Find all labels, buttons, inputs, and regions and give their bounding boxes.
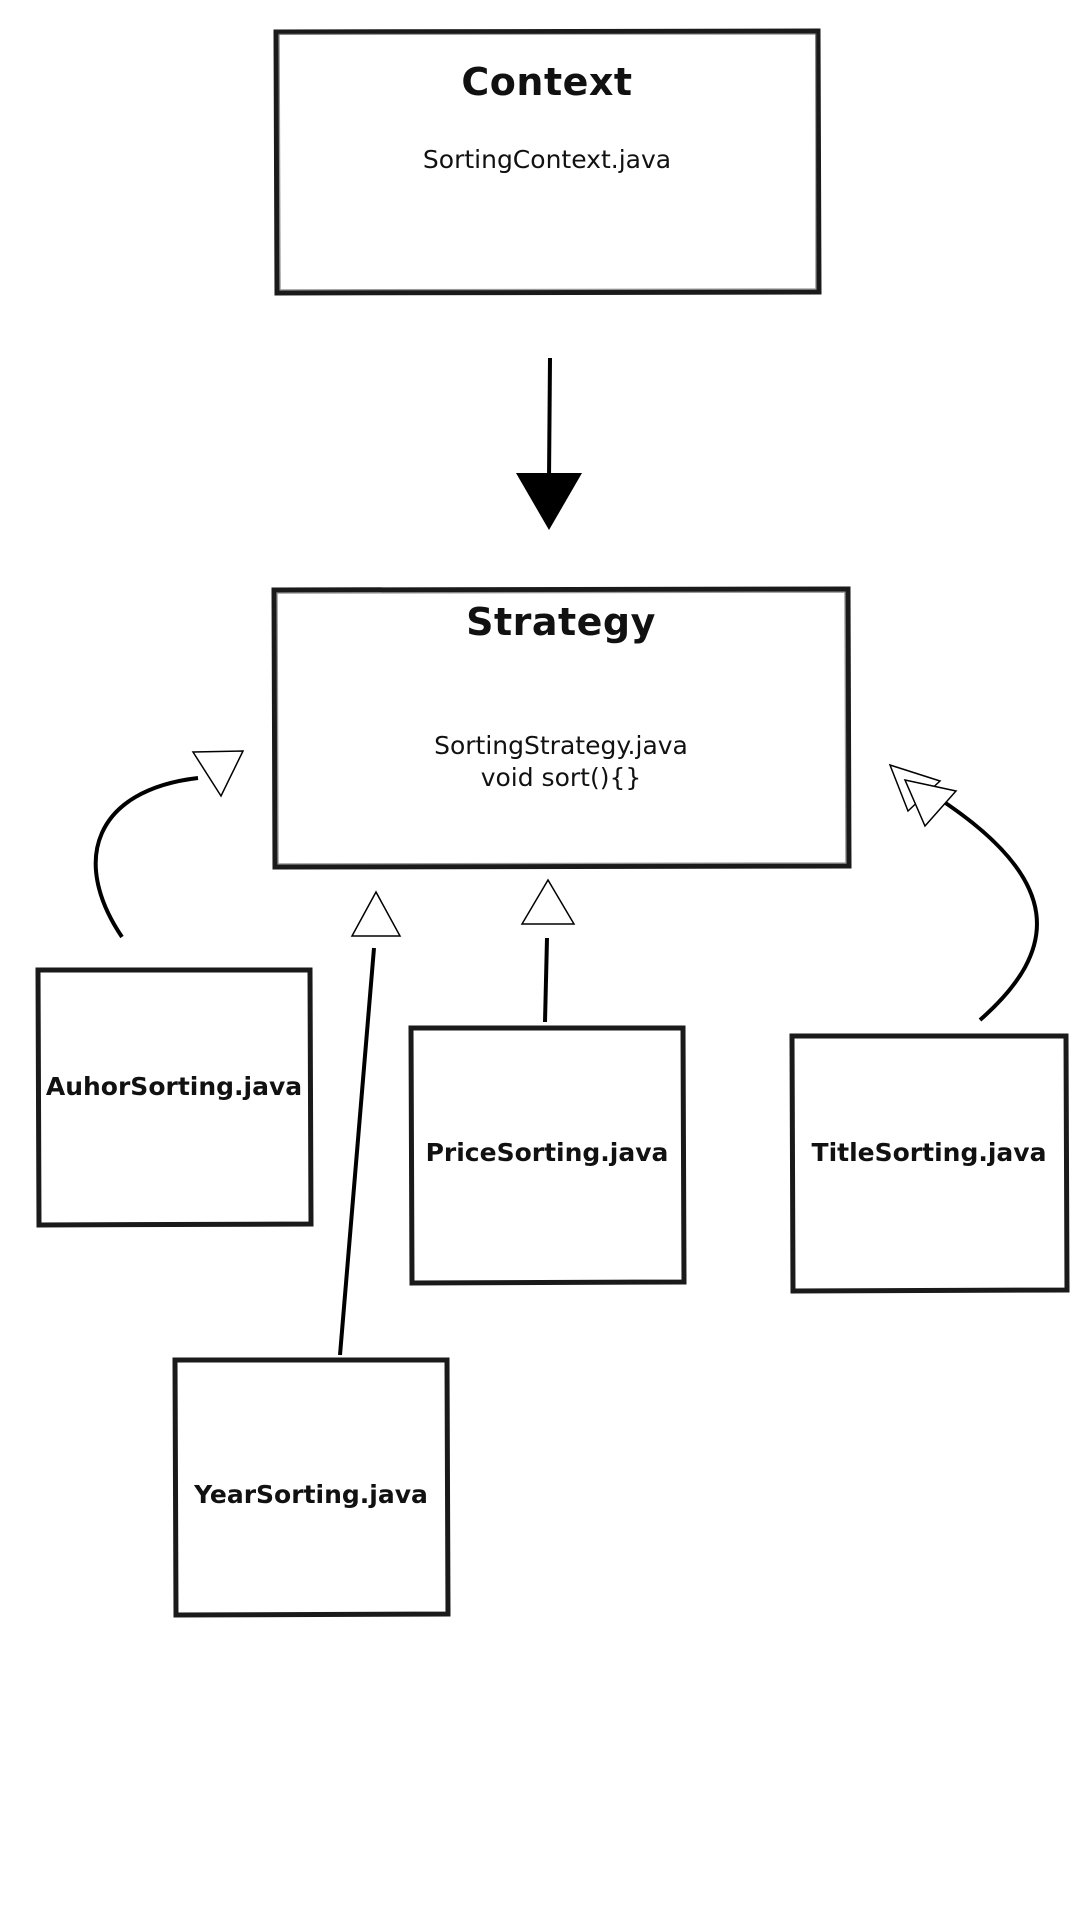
price-sorting-label: PriceSorting.java — [425, 1138, 669, 1167]
strategy-file-name: SortingStrategy.java — [434, 731, 688, 760]
year-sorting-label: YearSorting.java — [194, 1480, 428, 1509]
context-box: Context SortingContext.java — [272, 28, 822, 296]
strategy-title: Strategy — [466, 600, 656, 644]
context-to-strategy-arrow — [516, 357, 582, 530]
price-realization-arrow — [520, 878, 576, 1023]
author-sorting-box: AuhorSorting.java — [34, 966, 314, 1228]
title-sorting-frame — [789, 1033, 1070, 1294]
title-realization-arrow — [888, 763, 1039, 1022]
strategy-box-frame — [271, 586, 852, 870]
context-title: Context — [461, 60, 633, 104]
price-sorting-frame — [408, 1025, 687, 1286]
price-sorting-box: PriceSorting.java — [407, 1024, 687, 1286]
title-sorting-box: TitleSorting.java — [788, 1032, 1070, 1294]
context-box-frame — [273, 28, 822, 296]
year-realization-arrow — [338, 890, 402, 1356]
author-sorting-label: AuhorSorting.java — [45, 1072, 303, 1101]
author-realization-arrow — [93, 750, 245, 939]
author-sorting-frame — [35, 967, 314, 1228]
strategy-method-signature: void sort(){} — [480, 763, 642, 792]
context-file-name: SortingContext.java — [422, 145, 672, 174]
year-sorting-frame — [172, 1357, 451, 1618]
strategy-box: Strategy SortingStrategy.java void sort(… — [270, 586, 852, 870]
year-sorting-box: YearSorting.java — [171, 1356, 451, 1618]
title-sorting-label: TitleSorting.java — [811, 1138, 1047, 1167]
